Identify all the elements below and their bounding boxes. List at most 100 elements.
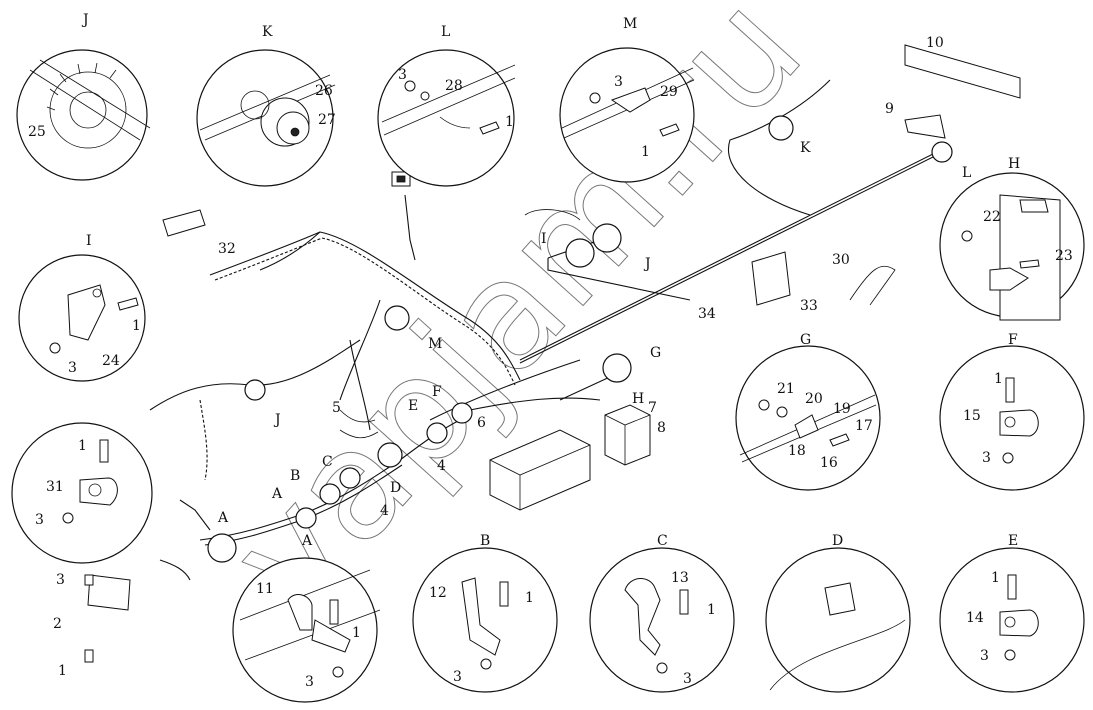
part-5-label: 5 (332, 400, 341, 416)
part-3-label-m: 3 (614, 74, 623, 90)
letter-k-title: K (262, 24, 273, 40)
letter-a-harness-2: A (271, 486, 283, 502)
harness-10 (904, 44, 1021, 99)
detail-k (196, 49, 336, 187)
part-20-label: 20 (805, 391, 823, 407)
letter-i-harness: I (541, 231, 547, 247)
wire-30 (849, 265, 896, 306)
part-9-label: 9 (885, 101, 894, 117)
letter-g-title: G (800, 332, 811, 348)
part-14-label: 14 (966, 610, 984, 626)
detail-d (765, 547, 911, 693)
part-30-label: 30 (832, 252, 850, 268)
part-21-label: 21 (777, 381, 795, 397)
detail-i (18, 254, 146, 382)
letter-a-harness: A (217, 510, 229, 526)
part-3-label-f: 3 (982, 450, 991, 466)
detail-letters: J K L M H I G F B C D E A A A B C D E F … (81, 12, 1020, 549)
part-1-label-a: 1 (352, 625, 361, 641)
detail-b (412, 547, 558, 693)
detail-m (559, 47, 695, 183)
part-17-label: 17 (855, 418, 873, 434)
letter-c-harness: C (322, 454, 333, 470)
letter-b-title: B (480, 533, 490, 549)
part-24-label: 24 (102, 353, 120, 369)
letter-e-harness: E (408, 398, 418, 414)
letter-k-harness: K (800, 140, 811, 156)
part-34-label: 34 (698, 306, 716, 322)
part-1-label-b: 1 (525, 590, 534, 606)
part-19-label: 19 (833, 401, 851, 417)
loose-parts (84, 44, 1021, 663)
part-13-label: 13 (671, 570, 689, 586)
part-6-label: 6 (477, 415, 486, 431)
part-32-label: 32 (218, 241, 236, 257)
part-3-label-a: 3 (305, 674, 314, 690)
part-3-label-31: 3 (35, 512, 44, 528)
detail-a (232, 557, 381, 703)
part-4-label-b: 4 (380, 503, 389, 519)
part-3-label-i: 3 (68, 360, 77, 376)
detail-g (735, 345, 881, 491)
part-1-label-2: 1 (58, 663, 67, 679)
letter-j-harness-top: J (643, 256, 651, 272)
part-7-label: 7 (648, 400, 657, 416)
letter-f-harness: F (432, 384, 442, 400)
detail-31 (11, 422, 153, 564)
part-1-label-31: 1 (78, 438, 87, 454)
part-18-label: 18 (788, 443, 806, 459)
letter-a-title: A (301, 533, 313, 549)
letter-l-title: L (441, 24, 450, 40)
letter-f-title: F (1008, 332, 1018, 348)
part-23-label: 23 (1055, 248, 1073, 264)
letter-e-title: E (1008, 533, 1018, 549)
letter-m-title: M (623, 16, 637, 32)
part-8-label: 8 (657, 420, 666, 436)
letter-l-harness: L (962, 165, 971, 181)
part-29-label: 29 (660, 84, 678, 100)
bracket-32 (162, 209, 206, 237)
detail-e (939, 547, 1085, 693)
part-1-label-l: 1 (505, 114, 514, 130)
detail-c (589, 547, 735, 693)
harness-callouts (207, 115, 953, 563)
part-2-label: 2 (53, 616, 62, 632)
part-11-label: 11 (256, 581, 274, 597)
part-3-label-b: 3 (453, 669, 462, 685)
part-28-label: 28 (445, 78, 463, 94)
detail-h (939, 172, 1085, 321)
letter-b-harness: B (290, 468, 300, 484)
letter-i-title: I (86, 233, 92, 249)
bracket-2 (87, 574, 131, 611)
part-33-label: 33 (800, 298, 818, 314)
letter-d-title: D (832, 533, 843, 549)
part-3-label-l: 3 (398, 67, 407, 83)
part-4-label-a: 4 (437, 458, 446, 474)
part-15-label: 15 (963, 408, 981, 424)
detail-j (16, 49, 151, 181)
part-1-label-m: 1 (641, 144, 650, 160)
letter-j-title: J (81, 12, 89, 28)
bracket-9 (904, 114, 946, 139)
part-31-label: 31 (46, 479, 64, 495)
detail-f (939, 345, 1085, 491)
letter-m-harness: M (428, 336, 442, 352)
part-22-label: 22 (983, 209, 1001, 225)
letter-h-harness: H (632, 391, 644, 407)
letter-d-harness: D (390, 480, 401, 496)
part-26-label: 26 (315, 83, 333, 99)
part-3-label-c: 3 (683, 671, 692, 687)
letter-h-title: H (1008, 156, 1020, 172)
part-10-label: 10 (926, 35, 944, 51)
part-1-label-f: 1 (994, 371, 1003, 387)
part-16-label: 16 (820, 455, 838, 471)
part-12-label: 12 (429, 585, 447, 601)
detail-l (377, 49, 516, 187)
part-25-label: 25 (28, 124, 46, 140)
part-1-label-e: 1 (991, 570, 1000, 586)
letter-g-harness: G (650, 345, 661, 361)
bracket-33 (751, 251, 791, 306)
part-27-label: 27 (318, 112, 336, 128)
